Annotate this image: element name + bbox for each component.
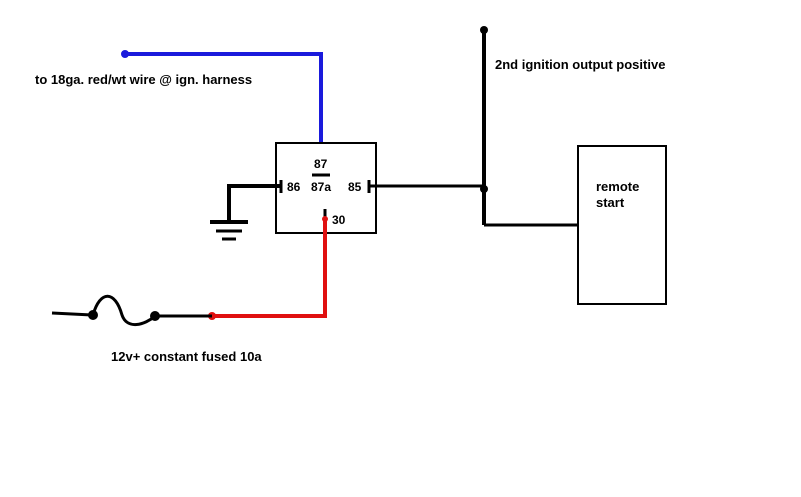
fuse-icon [51,294,212,326]
ign-harness-wire [121,50,330,154]
ign-output-label: 2nd ignition output positive [495,57,665,72]
remote-start-box [577,145,667,305]
ign-harness-label: to 18ga. red/wt wire @ ign. harness [35,72,252,87]
ground-wire [227,184,281,222]
pin-85-label: 85 [348,180,362,194]
remote-start-label-line1: remote [596,179,639,194]
ground-symbol-icon [210,220,248,241]
pin-86-label: 86 [287,180,301,194]
pin-87-label: 87 [314,157,328,171]
ign-output-wire [369,26,578,227]
pin-87a-label: 87a [311,180,331,194]
pin-30-label: 30 [332,213,346,227]
remote-start-label-line2: start [596,195,625,210]
constant-power-label: 12v+ constant fused 10a [111,349,262,364]
